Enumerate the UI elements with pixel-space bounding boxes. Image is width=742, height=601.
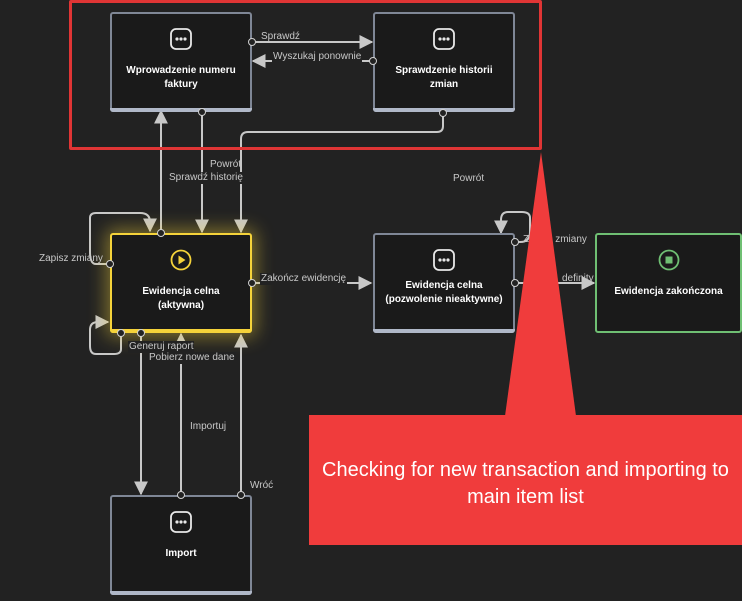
port-handle[interactable] [511,238,519,246]
port-handle[interactable] [177,491,185,499]
node-completed[interactable]: Ewidencja zakończona [595,233,742,333]
edge-label-powrot-1: Powrót [210,159,242,170]
node-label: Ewidencja zakończona [614,286,723,297]
edge-label-sprawdz: Sprawdź [261,31,300,42]
node-import[interactable]: Import [110,495,252,595]
node-label: Ewidencja celna (aktywna) [142,286,220,311]
port-handle[interactable] [137,329,145,337]
node-label: Sprawdzenie historii zmian [395,65,493,90]
edge-label-sprawdz-historie: Sprawdź historię [168,172,244,184]
more-options-icon [170,28,192,50]
node-customs-inactive[interactable]: Ewidencja celna (pozwolenie nieaktywne) [373,233,515,333]
edge-label-powrot-2: Powrót [453,173,485,184]
port-handle[interactable] [439,109,447,117]
more-options-icon [433,249,455,271]
edge-label-generuj-raport: Generuj raport [128,341,195,353]
port-handle[interactable] [198,108,206,116]
edge-label-wroc: Wróć [249,480,275,492]
port-handle[interactable] [248,38,256,46]
edge-label-zapisz-zmiany-2: Zapisz zmiany [523,234,587,245]
node-invoice-entry[interactable]: Wprowadzenie numeru faktury [110,12,252,112]
port-handle[interactable] [369,57,377,65]
port-handle[interactable] [157,229,165,237]
node-label: Ewidencja celna (pozwolenie nieaktywne) [385,280,503,305]
more-options-icon [170,511,192,533]
edge-powrot-2 [234,113,444,234]
port-handle[interactable] [117,329,125,337]
callout-text: Checking for new transaction and importi… [309,415,742,545]
play-icon [170,249,192,271]
port-handle[interactable] [511,279,519,287]
edge-zapisz-zmiany-1 [89,212,157,265]
port-handle[interactable] [248,279,256,287]
highlight-box [69,0,542,150]
more-options-icon [433,28,455,50]
port-handle[interactable] [106,260,114,268]
edge-label-pobierz-nowe-dane: Pobierz nowe dane [148,352,236,364]
edge-label-importuj: Importuj [189,421,228,433]
edge-label-wyszukaj-ponownie: Wyszukaj ponownie [272,51,363,63]
edge-generuj-raport [89,315,122,355]
node-label: Wprowadzenie numeru faktury [126,65,236,90]
node-customs-active[interactable]: Ewidencja celna (aktywna) [110,233,252,333]
node-label: Import [165,548,197,559]
port-handle[interactable] [237,491,245,499]
edge-label-zakoncz-ewidencje: Zakończ ewidencję [260,273,348,285]
edge-label-zapisz-zmiany-1: Zapisz zmiany [39,253,103,264]
stop-icon [658,249,680,271]
edge-label-definitywnie: definity [562,273,594,284]
edge-zapisz-zmiany-2 [494,211,531,243]
